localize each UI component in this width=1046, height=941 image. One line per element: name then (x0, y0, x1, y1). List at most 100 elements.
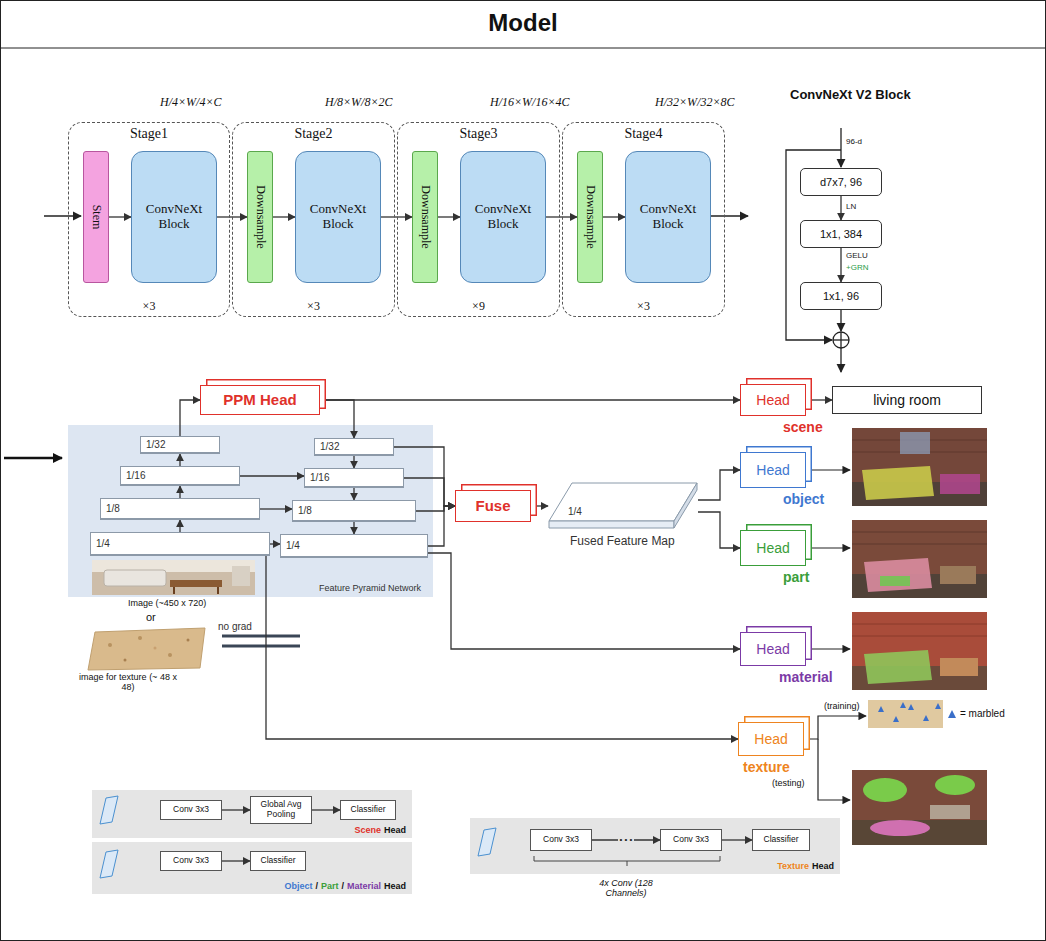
connector-arrow (722, 839, 752, 840)
page-frame-part (0, 48, 1046, 49)
connector-arrow (109, 216, 131, 217)
room-photo-part (173, 587, 175, 594)
node-text: 1/8 (106, 503, 120, 515)
connector-arrow (806, 399, 832, 400)
head-type-label: texture (743, 759, 790, 775)
no-grad-bars-part (222, 645, 300, 648)
convnext-v2-residual (786, 128, 849, 372)
material-result-image-part (852, 612, 987, 690)
convnext-v2-residual-part (840, 310, 841, 331)
texture-training-patch-part (878, 706, 884, 712)
node-text: Conv 3x3 (173, 856, 209, 866)
input-arrow-part (4, 457, 62, 460)
head-box: Headtexture (738, 722, 804, 756)
head-type-label: object (783, 491, 824, 507)
stage-flow-lines-part (44, 215, 81, 216)
connector-arrow (179, 486, 180, 498)
texture-photo-part (124, 659, 127, 662)
connector-arrow (222, 809, 250, 810)
panel-heading: Texture (777, 861, 809, 871)
connector-arrow (260, 508, 292, 509)
layer-box: Conv 3x3 (160, 800, 222, 820)
node-text: 1/8 (298, 505, 312, 517)
node-text: Downsample (418, 185, 432, 248)
block-title: ConvNeXt V2 Block (790, 88, 911, 103)
bracket-note: 4x Conv (128 Channels) (591, 878, 661, 899)
node-text: Downsample (253, 185, 267, 248)
panel-heading: Head (384, 825, 406, 835)
dimension-label: H/4×W/4×C (160, 96, 222, 110)
node-text: d7x7, 96 (820, 176, 862, 189)
connector-arrow (698, 470, 740, 500)
texture-result-image-part (863, 778, 907, 802)
layer-box: Classifier (752, 829, 810, 851)
texture-photo (88, 628, 205, 670)
layer-box: Global Avg Pooling (250, 796, 312, 824)
dimension-label: H/8×W/8×2C (325, 96, 393, 110)
part-result-image-part (880, 576, 910, 586)
connector-arrow (428, 506, 455, 546)
node-text: ConvNeXt Block (461, 202, 545, 232)
connector-arrow (180, 400, 200, 436)
head-panels-part (100, 850, 118, 878)
head-panel: Object/Part/MaterialHeadConv 3x3Classifi… (92, 842, 412, 894)
connector-arrow (840, 248, 841, 282)
head-panel: SceneHeadConv 3x3Global Avg PoolingClass… (92, 790, 412, 838)
node-text: Classifier (764, 835, 799, 845)
texture-training-patch-part (908, 704, 914, 710)
node-text: living room (873, 392, 941, 408)
texture-photo-part (108, 643, 112, 647)
texture-result-image-part (870, 820, 930, 836)
layer-box: Classifier (250, 851, 306, 871)
texture-training-patch (868, 700, 956, 728)
room-photo-part (92, 560, 255, 595)
head-type-label: part (783, 569, 809, 585)
fused-feature-map: 1/4Fused Feature Map (548, 481, 698, 531)
stage-frame: Stage1×3StemConvNeXt Block (68, 122, 230, 317)
layer-box: d7x7, 96 (800, 168, 882, 196)
fuse-box: Fuse (455, 490, 531, 522)
no-grad-bars (222, 636, 300, 646)
slab-face (549, 483, 697, 521)
connector-arrow (240, 475, 304, 476)
node-text: 1/32 (320, 441, 339, 453)
texture-photo-part (187, 639, 190, 642)
room-photo-part (217, 587, 219, 594)
object-result-image-part (862, 466, 934, 500)
output-label-box: living room (832, 386, 982, 414)
repeat-count: ×3 (69, 300, 229, 314)
connector-arrow (416, 506, 455, 511)
legend-note: = marbled (960, 708, 1005, 720)
stage-title: Stage3 (398, 126, 559, 142)
head-box: Headmaterial (740, 632, 806, 666)
connector-arrow (179, 520, 180, 532)
panel-heading: / (315, 881, 318, 891)
panel-heading: Material (347, 881, 381, 891)
head-output-arrows-part (818, 739, 850, 800)
part-result-image-part (864, 558, 932, 592)
downsample-block: Downsample (247, 151, 273, 283)
feature-slab: 1/4 (90, 532, 270, 556)
connector-arrow (273, 216, 295, 217)
edge-label: • • • (618, 835, 635, 844)
dimension-label: H/16×W/16×4C (490, 96, 570, 110)
edge-label: LN (846, 202, 856, 211)
head-panels-part (470, 818, 840, 874)
slab-face (549, 521, 674, 528)
scale-label: 1/4 (568, 506, 582, 518)
node-text: Head (754, 731, 787, 747)
connector-arrow (353, 488, 354, 500)
ppm-head-box: PPM Head (200, 385, 320, 415)
convnext-block: ConvNeXt Block (295, 151, 381, 283)
no-grad-bars-part (222, 635, 300, 638)
connector-arrow (840, 196, 841, 220)
texture-result-image-part (852, 820, 987, 845)
connector-arrow (266, 556, 738, 739)
panel-heading: Part (321, 881, 339, 891)
connector-arrow (353, 522, 354, 534)
or-label: or (146, 611, 156, 624)
repeat-count: ×9 (398, 300, 559, 314)
head-output-arrows-part (805, 716, 866, 739)
feature-slab: 1/32 (314, 438, 394, 456)
panel-heading: Scene (354, 825, 381, 835)
